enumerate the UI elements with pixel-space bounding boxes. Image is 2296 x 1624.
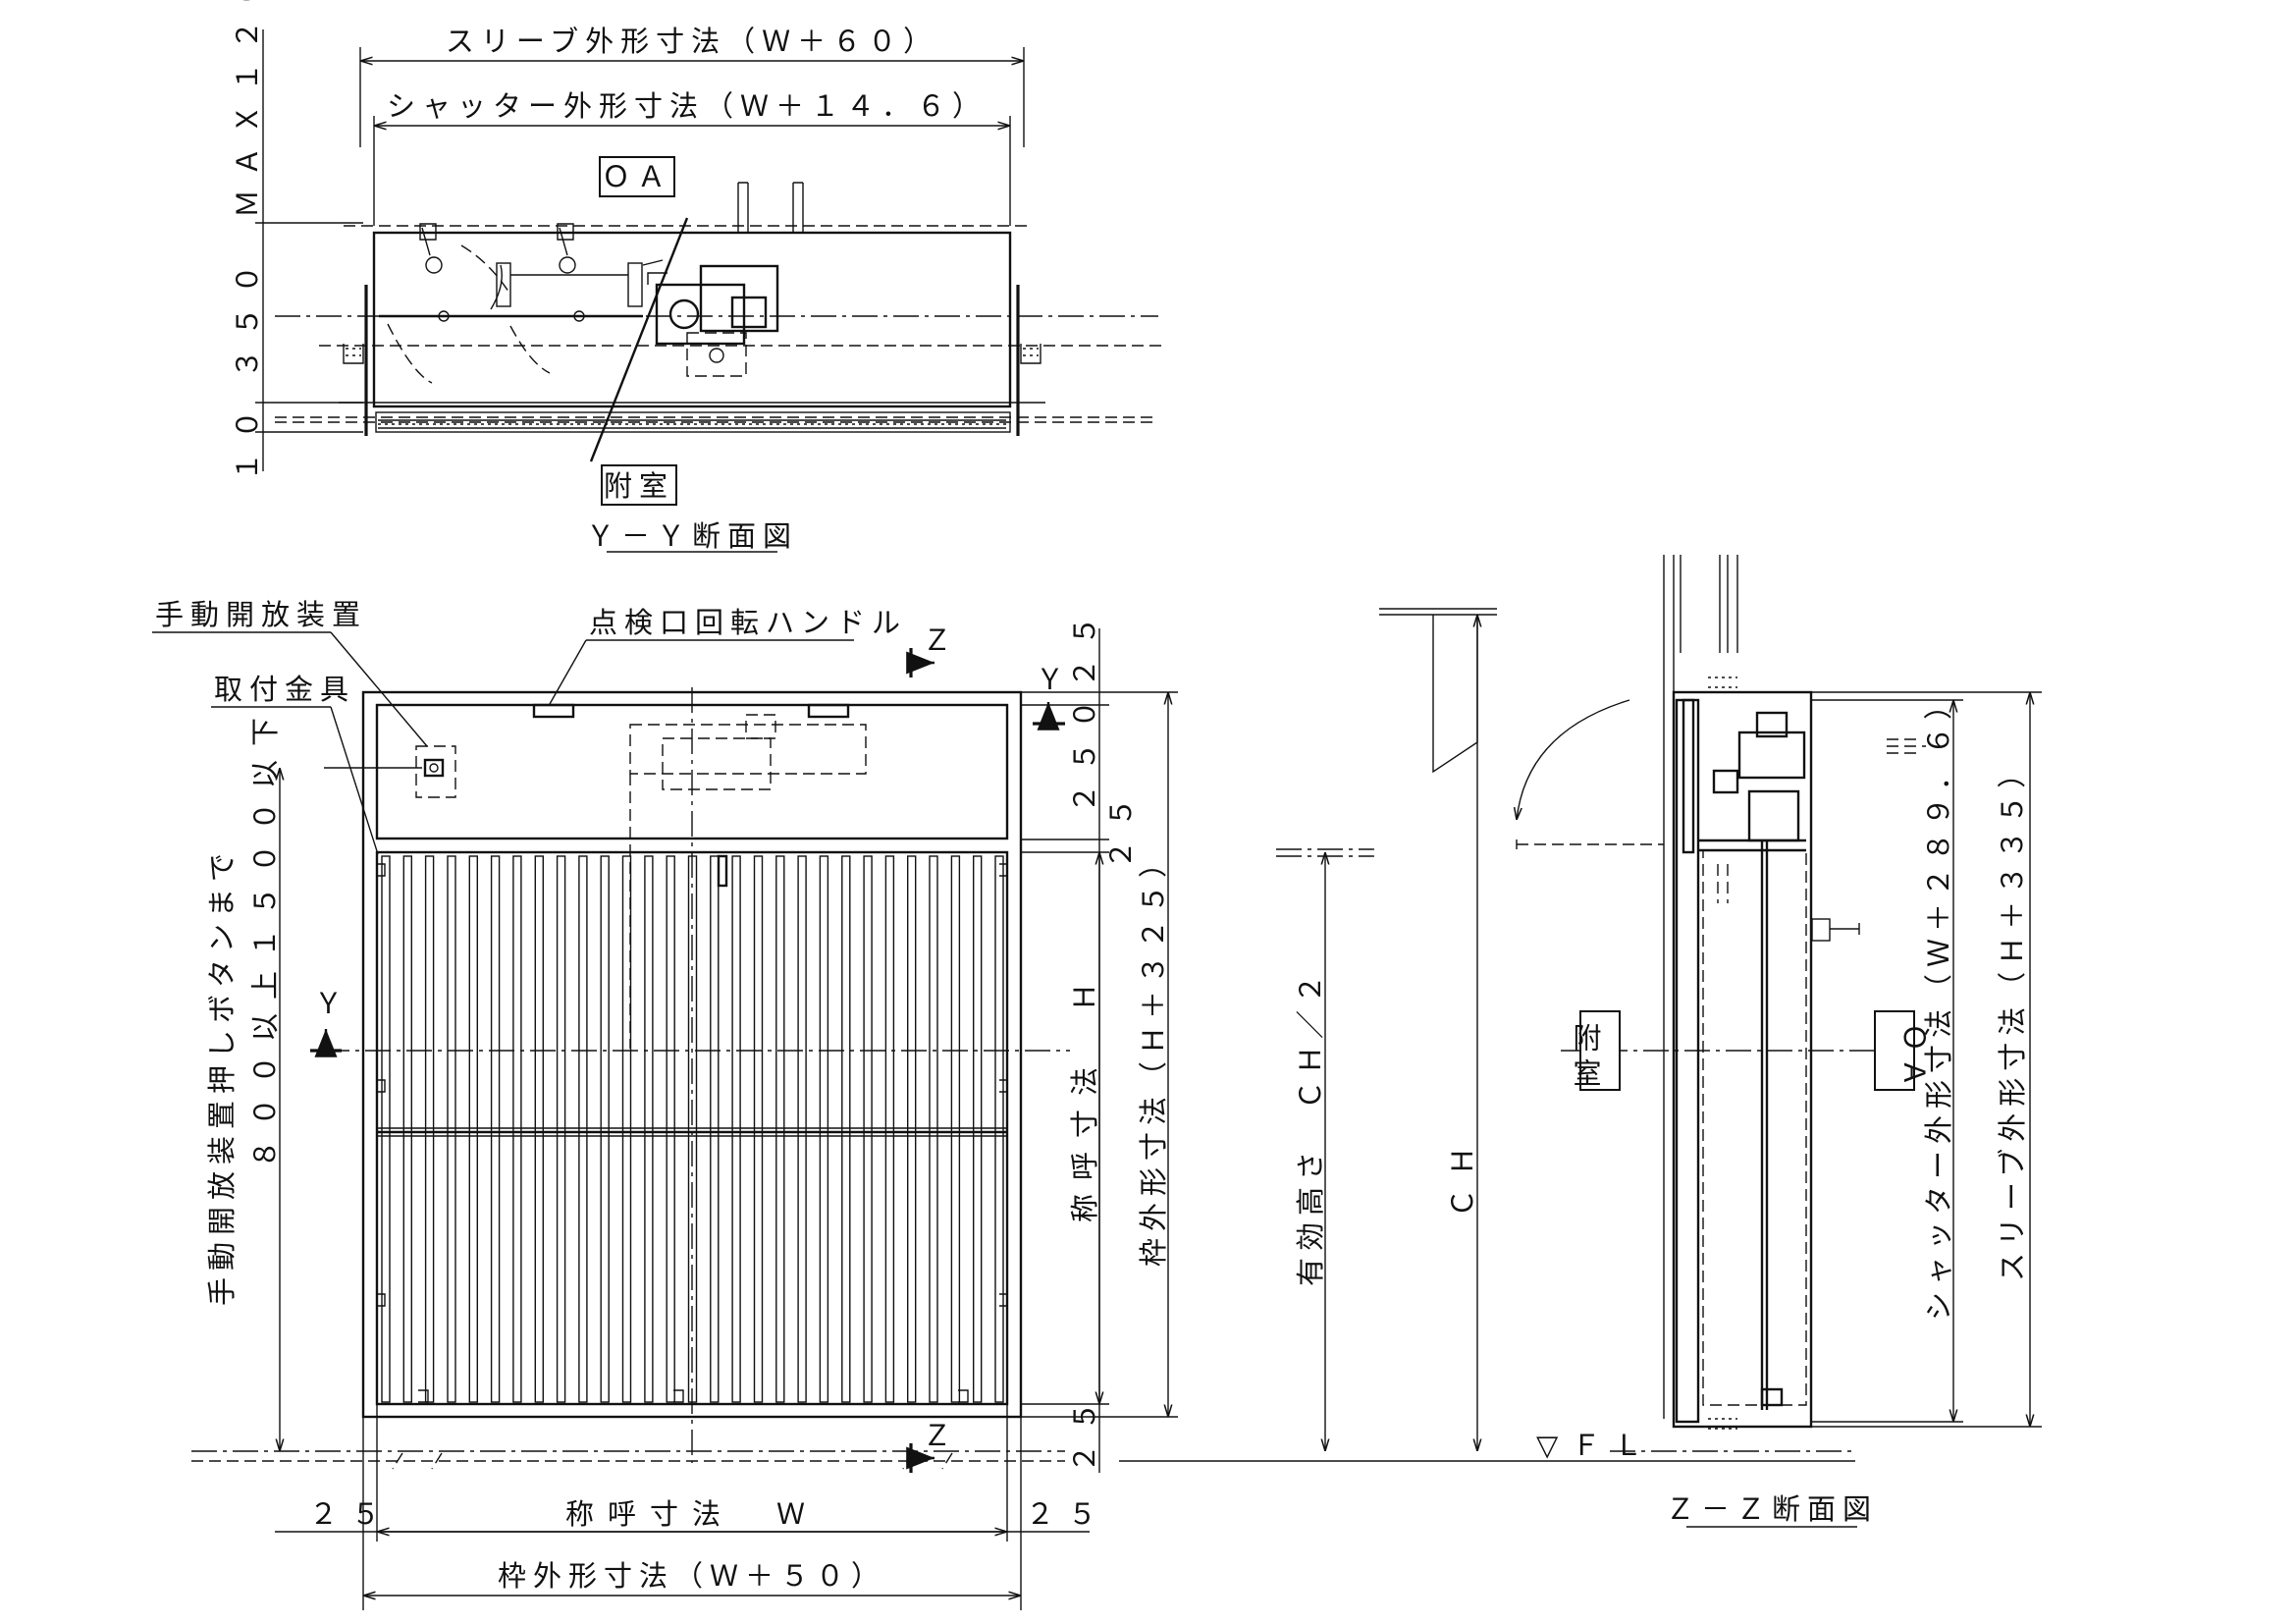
louver-slat [556,855,566,1403]
louver-slat [731,855,741,1403]
louver-slat [907,855,917,1403]
marker-y-left: Ｙ [310,987,349,1057]
louver-slat [929,855,938,1403]
fl-label: ▽ＦＬ [1536,1429,1656,1462]
louver-slat [621,855,632,1403]
dim-top-25: ２５ [1068,603,1101,687]
zz-dim-shutter: シャッター外形寸法（Ｗ＋２８９．６） [1922,684,1955,1321]
dim-frame-h: 枠外形寸法（Ｈ＋３２５） [1137,842,1170,1267]
louver-slat [468,855,478,1403]
zz-dim-sleeve: スリーブ外形寸法（Ｈ＋３３５） [1996,753,2029,1281]
louver-slat [512,855,522,1403]
bracket-label: 取付金具 [214,673,355,706]
push-button-note-2: ８００以上１５００以下 [248,704,282,1168]
dim-nominal-w: 称呼寸法 Ｗ [565,1497,819,1531]
marker-z-bottom: Ｚ [906,1419,958,1473]
front-right-dims: ２５ ２５０ ２５ ２５ 称呼寸法 Ｈ 枠外形寸法（Ｈ＋３２５） [1021,603,1178,1473]
louver-slat [950,855,961,1403]
dim-left-25: ２５ [309,1497,394,1531]
yy-housing [275,182,1163,462]
louver-slat [710,855,720,1403]
yy-section-title: Ｙ－Ｙ断面図 [586,519,798,553]
marker-y-right-label: Ｙ [1036,663,1071,696]
push-button-note-1: 手動開放装置押しボタンまで [205,846,239,1306]
marker-y-right: Ｙ [1033,663,1071,731]
dim-frame-w: 枠外形寸法（Ｗ＋５０） [498,1559,886,1593]
push-button-dim: 手動開放装置押しボタンまで ８００以上１５００以下 [205,704,282,1451]
louver-slat [863,855,873,1403]
louver-slat [841,855,851,1403]
louver-slat [402,855,412,1403]
dim-right-25: ２５ [1026,1497,1110,1531]
dim-max120-label: ＭＡＸ１２０ [231,0,264,218]
dim-shutter-width: シャッター外形寸法（Ｗ＋１４．６） [373,89,1011,226]
louver-slat [797,855,807,1403]
dim-350-label: ３５０ [231,251,264,378]
oa-label: ＯＡ [602,160,672,193]
manual-release-label: 手動開放装置 [155,598,367,631]
height-view: 有効高さ ＣＨ／２ ＣＨ ▽ＦＬ [1119,608,1855,1462]
marker-y-left-label: Ｙ [314,987,349,1020]
louver-slat [973,855,983,1403]
zz-annex-box [1579,1010,1621,1091]
louver-slat [666,855,675,1403]
front-view: 手動開放装置 取付金具 点検口回転ハンドル [152,598,1178,1610]
section-yy: スリーブ外形寸法（Ｗ＋６０） シャッター外形寸法（Ｗ＋１４．６） ＭＡＸ１２０ … [231,0,1163,553]
dim-10-label: １０ [231,397,264,481]
ch-label: ＣＨ [1446,1133,1479,1218]
annex-label-box [601,464,677,506]
louver-slat [578,855,588,1403]
effective-height-label: 有効高さ ＣＨ／２ [1294,968,1327,1286]
louver-slat [600,855,610,1403]
marker-z-top-label: Ｚ [923,623,958,657]
oa-label-box [599,156,675,197]
louver-slat [490,855,501,1403]
dim-nominal-h: 称呼寸法 Ｈ [1068,969,1101,1222]
zz-section-title: Ｚ－Ｚ断面図 [1666,1492,1878,1526]
dim-250: ２５０ [1068,686,1101,813]
louver-slat [644,855,654,1403]
front-bottom-dims: ２５ 称呼寸法 Ｗ ２５ 枠外形寸法（Ｗ＋５０） [275,1404,1110,1610]
marker-z-top: Ｚ [906,623,958,677]
dim-mid-25: ２５ [1104,785,1138,869]
section-zz: 附室 ＯＡ シャッター外形寸法（Ｗ＋２８９．６） スリーブ外形寸法（Ｈ＋３３５）… [1517,555,2042,1528]
louver-slat [884,855,895,1403]
louver-slat [447,855,456,1403]
zz-oa-box [1874,1010,1915,1091]
inspection-handle-label: 点検口回転ハンドル [589,606,907,639]
annex-label: 附室 [604,469,674,503]
marker-z-bottom-label: Ｚ [923,1419,958,1452]
dim-vertical-chain: ＭＡＸ１２０ ３５０ １０ [231,0,363,481]
zz-oa-label: ＯＡ [1897,1023,1931,1094]
dim-sleeve-width-label: スリーブ外形寸法（Ｗ＋６０） [446,25,938,58]
dim-bottom-25: ２５ [1068,1388,1101,1473]
louver-slat [819,855,829,1403]
zz-annex-label: 附室 [1569,1023,1602,1094]
louver-slat [753,855,764,1403]
dim-sleeve-width: スリーブ外形寸法（Ｗ＋６０） [359,25,1025,147]
louver-slat [534,855,544,1403]
louver-slat [994,855,1004,1403]
louver-slat [381,855,391,1403]
dim-shutter-width-label: シャッター外形寸法（Ｗ＋１４．６） [387,89,988,123]
louver-slat [424,855,435,1403]
louver-slat [775,855,785,1403]
